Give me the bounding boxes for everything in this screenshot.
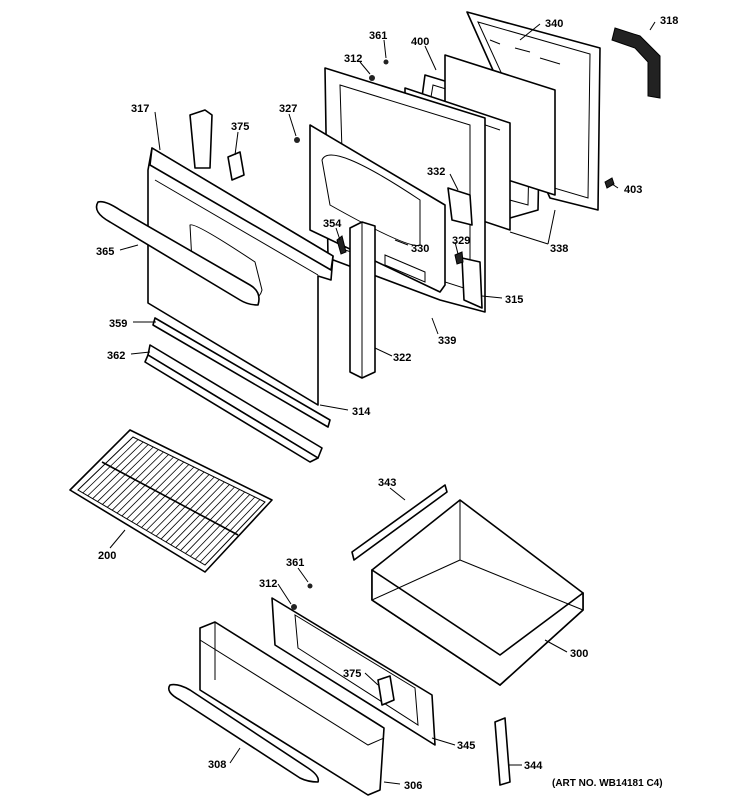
part-343-drawer-rail (351, 484, 448, 561)
part-332-hinge (447, 187, 473, 226)
part-308-drawer-handle (167, 683, 320, 783)
label-315: 315 (505, 294, 523, 306)
label-359: 359 (109, 318, 127, 330)
part-314-oven-door (147, 147, 334, 406)
label-361-top: 361 (369, 30, 387, 42)
part-361-screw-top (383, 59, 389, 65)
part-312-washer-drawer (291, 604, 297, 610)
label-314: 314 (352, 406, 371, 418)
label-375-top: 375 (231, 121, 249, 133)
label-365: 365 (96, 246, 114, 258)
label-338: 338 (550, 243, 568, 255)
part-403-screw (604, 177, 615, 189)
label-300: 300 (570, 648, 588, 660)
label-339: 339 (438, 335, 456, 347)
part-362-kick-plate (144, 344, 323, 463)
label-361-drawer: 361 (286, 557, 304, 569)
label-344: 344 (524, 760, 543, 772)
label-343: 343 (378, 477, 396, 489)
label-200: 200 (98, 550, 116, 562)
part-315-hinge-bracket (461, 257, 483, 309)
part-306-drawer-front (199, 621, 385, 796)
label-306: 306 (404, 780, 422, 792)
label-345: 345 (457, 740, 475, 752)
part-327-screw (294, 137, 300, 143)
label-312-top: 312 (344, 53, 362, 65)
label-375-drawer: 375 (343, 668, 361, 680)
label-329: 329 (452, 235, 470, 247)
label-354: 354 (323, 218, 342, 230)
part-200-oven-rack (69, 429, 273, 573)
part-354-clip (336, 235, 347, 255)
part-329-screw (454, 251, 464, 265)
label-318: 318 (660, 15, 678, 27)
part-312-washer-top (369, 75, 375, 81)
label-362: 362 (107, 350, 125, 362)
label-322: 322 (393, 352, 411, 364)
part-344-drawer-slide (494, 717, 511, 786)
part-375-bracket (227, 151, 245, 181)
label-332: 332 (427, 166, 445, 178)
art-number: (ART NO. WB14181 C4) (552, 778, 663, 789)
part-345-drawer-inner-panel (271, 597, 436, 746)
label-330: 330 (411, 243, 429, 255)
part-318-vent-trim (611, 27, 661, 99)
part-361-screw-drawer (307, 583, 313, 589)
label-317: 317 (131, 103, 149, 115)
label-403: 403 (624, 184, 642, 196)
label-400: 400 (411, 36, 429, 48)
part-300-drawer-body (371, 499, 584, 686)
part-375-drawer-bracket (377, 675, 395, 706)
part-359-bottom-rail (152, 317, 331, 428)
leader-lines (109, 21, 656, 785)
label-308: 308 (208, 759, 226, 771)
part-317-side-trim (189, 109, 213, 169)
part-322-door-trim (349, 221, 376, 379)
part-365-door-handle (95, 200, 260, 306)
label-312-drawer: 312 (259, 578, 277, 590)
part-labels: 340 318 361 400 312 317 327 375 403 332 … (96, 15, 678, 792)
label-340: 340 (545, 18, 563, 30)
label-327: 327 (279, 103, 297, 115)
